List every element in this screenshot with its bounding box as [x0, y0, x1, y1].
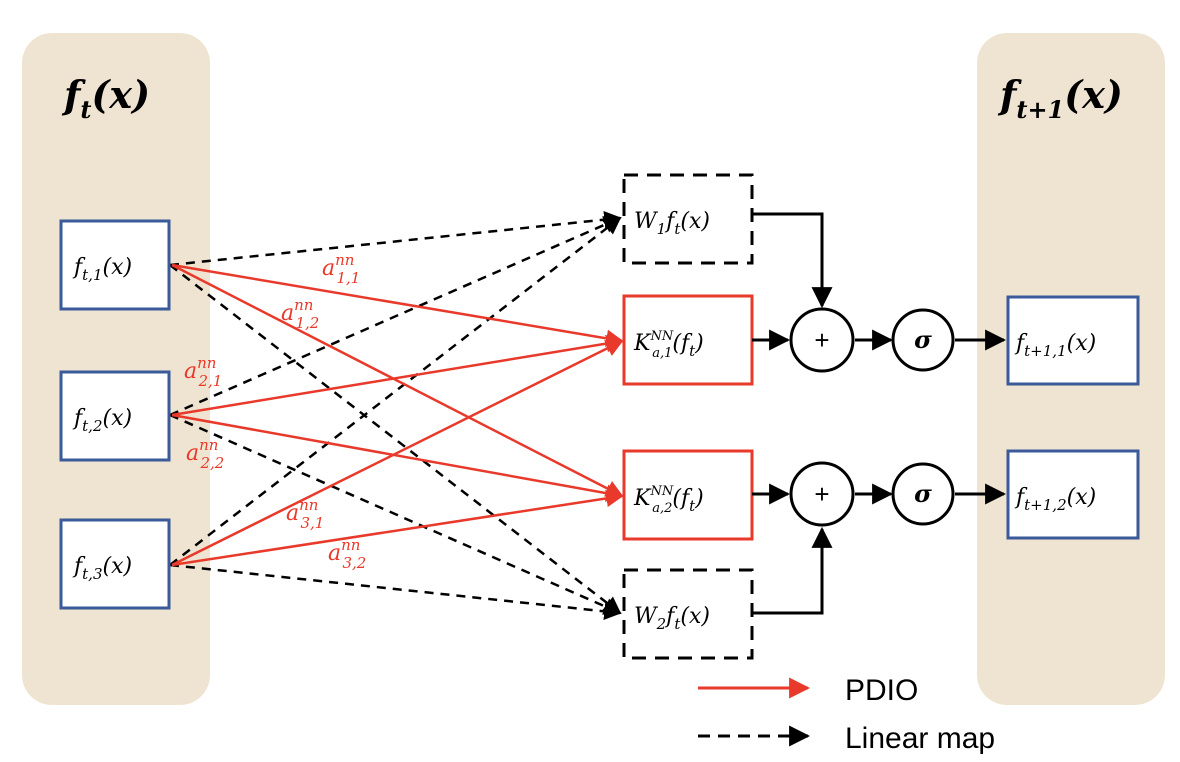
input-box-3: ft,3(x) [59, 518, 171, 610]
activation-node-2: σ [891, 462, 955, 526]
pdio-edge-3-1 [171, 339, 624, 567]
linear-edge-2-2 [169, 413, 622, 615]
linear-box-2: W2ft(x) [622, 568, 754, 660]
linear-box-1: W1ft(x) [622, 173, 754, 265]
legend-linear-label: Linear map [845, 722, 995, 755]
right-title-sub: t+1 [1016, 95, 1064, 124]
pdio-edge-1-2 [171, 263, 624, 498]
right-title-arg: (x) [1064, 72, 1123, 117]
svg-text:W1ft(x): W1ft(x) [634, 209, 710, 238]
svg-text:ft,1(x): ft,1(x) [72, 255, 132, 284]
legend-pdio-label: PDIO [845, 674, 918, 707]
pdio-edge-3-2 [171, 489, 624, 567]
pdio-edge-2-2 [171, 413, 624, 502]
svg-text:+: + [814, 325, 829, 355]
input-box-1: ft,1(x) [59, 219, 171, 311]
left-title-sub: t [80, 95, 91, 124]
svg-text:ft+1,2(x): ft+1,2(x) [1014, 485, 1096, 514]
linear-edge-3-2 [169, 563, 622, 621]
output-box-2: ft+1,2(x) [1006, 449, 1140, 540]
svg-text:ft,3(x): ft,3(x) [72, 554, 132, 583]
legend: PDIO Linear map [698, 674, 995, 755]
activation-node-1: σ [891, 308, 955, 372]
left-title-arg: (x) [91, 72, 150, 117]
w1-to-sum1 [752, 212, 833, 309]
w2-to-sum2 [752, 526, 833, 615]
pdio-edge-2-1 [171, 334, 624, 417]
svg-text:σ: σ [914, 325, 932, 354]
output-box-1: ft+1,1(x) [1006, 295, 1140, 386]
svg-text:+: + [814, 479, 829, 509]
input-box-2: ft,2(x) [59, 370, 171, 462]
linear-edge-2-1 [169, 216, 622, 417]
sum-node-1: + [789, 307, 855, 373]
svg-text:ft,2(x): ft,2(x) [72, 406, 132, 435]
pdio-edge-1-1 [171, 263, 624, 348]
svg-text:σ: σ [914, 479, 932, 508]
right-panel-title: ft+1(x) [997, 72, 1123, 124]
svg-text:W2ft(x): W2ft(x) [634, 604, 710, 633]
linear-edge-1-1 [169, 210, 622, 267]
left-panel-title: ft(x) [61, 72, 150, 124]
sum-node-2: + [789, 461, 855, 527]
